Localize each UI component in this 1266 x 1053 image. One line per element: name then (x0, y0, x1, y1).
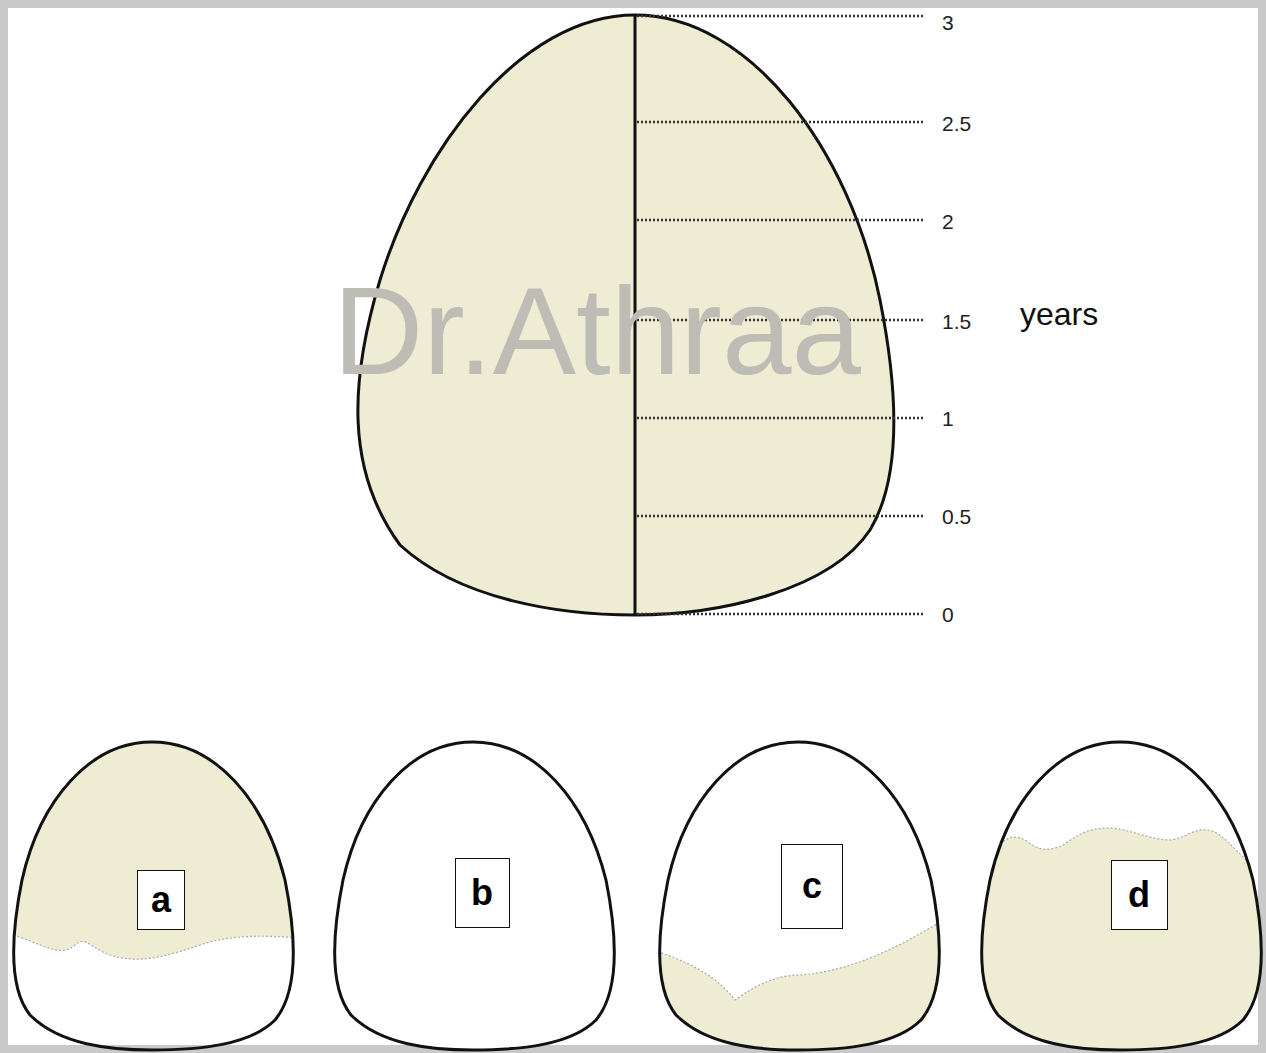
figure-letter: c (802, 868, 822, 904)
watermark: Dr.Athraa (333, 268, 861, 393)
letter-box: c (781, 844, 843, 929)
year-mark: 3 (942, 12, 954, 33)
figure-letter: b (471, 875, 493, 911)
tooth-b (335, 742, 614, 1050)
axis-unit: years (1020, 298, 1098, 330)
figure-letter: d (1128, 877, 1150, 913)
letter-box: a (137, 870, 185, 930)
year-mark: 0.5 (942, 506, 971, 527)
tooth-c (646, 742, 946, 1053)
letter-box: d (1111, 860, 1168, 930)
year-mark: 1.5 (942, 311, 971, 332)
year-mark: 2 (942, 211, 954, 232)
year-mark: 0 (942, 604, 954, 625)
letter-box: b (455, 858, 510, 928)
tooth-d (968, 742, 1266, 1053)
tooth-a (0, 700, 300, 1050)
year-mark: 1 (942, 408, 954, 429)
figure-letter: a (151, 882, 171, 918)
year-mark: 2.5 (942, 113, 971, 134)
